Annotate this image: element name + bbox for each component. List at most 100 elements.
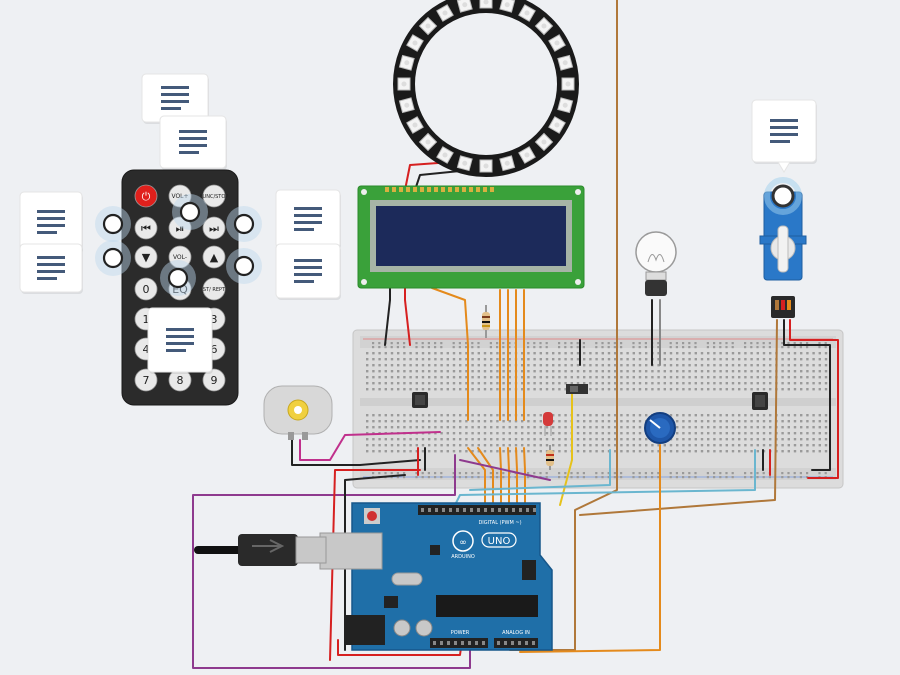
pin-tooltip-3	[19, 191, 83, 254]
remote-button-label: 6	[211, 343, 218, 356]
remote-button-label: ⏭	[209, 222, 219, 235]
pin-tooltip-2	[159, 115, 227, 170]
neopixel-ring[interactable]	[393, 0, 579, 177]
remote-button-vol-down[interactable]: VOL-	[168, 245, 192, 269]
pin-terminal[interactable]	[102, 247, 124, 269]
remote-button-prev[interactable]: ⏮	[134, 216, 158, 240]
pin-terminal[interactable]	[167, 267, 189, 289]
arduino-digital-label: DIGITAL (PWM ~)	[478, 520, 521, 526]
pin-tooltip-5	[275, 189, 341, 250]
wire-servo-black	[783, 319, 831, 471]
pin-tooltip-7	[147, 307, 213, 374]
pin-tooltip-8	[751, 99, 817, 164]
wire-lcd-orange-1	[431, 287, 469, 421]
remote-button-down[interactable]: ▼	[134, 245, 158, 269]
wire-servo-red	[789, 319, 839, 479]
resistor-lcd[interactable]	[482, 305, 490, 338]
breadboard[interactable]	[352, 329, 844, 489]
wire-arduino-orange-3	[499, 447, 502, 506]
pin-tooltip-1	[141, 73, 209, 124]
remote-button-next[interactable]: ⏭	[202, 216, 226, 240]
usb-cable[interactable]	[194, 534, 327, 566]
remote-button-label: ST/ REPT	[203, 287, 226, 293]
arduino-model-label: UNO	[488, 536, 511, 547]
wire-orange-pot	[519, 444, 661, 653]
wires	[192, 0, 839, 669]
pin-terminal[interactable]	[102, 213, 124, 235]
text-lines-icon	[37, 256, 65, 280]
wire-magenta-motor	[299, 431, 441, 461]
wire-purple-short	[459, 459, 551, 481]
remote-button-label: 1	[143, 313, 150, 326]
wire-black-gnd	[344, 474, 406, 651]
remote-button-label: ⏻	[142, 190, 151, 203]
remote-button-label: VOL+	[171, 193, 188, 200]
wire-cyan-1	[454, 449, 756, 506]
wire-arduino-orange-2	[477, 447, 494, 506]
wire-ring-black	[414, 169, 471, 191]
text-lines-icon	[294, 207, 322, 231]
potentiometer[interactable]	[644, 412, 676, 444]
wire-purple-loop	[192, 454, 471, 669]
dc-motor[interactable]	[263, 385, 333, 440]
remote-button-label: ▲	[210, 251, 219, 264]
remote-button-label: FUNC/STOP	[200, 194, 229, 200]
power-analog-header-pins	[433, 641, 535, 645]
wire-brown-top	[509, 0, 618, 651]
wire-red-gnd	[329, 469, 421, 661]
remote-button-label: 3	[211, 313, 218, 326]
pin-tooltip-6	[275, 243, 341, 300]
wire-arduino-orange-4	[507, 447, 510, 506]
text-lines-icon	[770, 119, 798, 143]
remote-button-label: VOL-	[173, 254, 187, 261]
remote-button-st-rept[interactable]: ST/ REPT	[202, 277, 226, 301]
remote-button-label: 4	[143, 343, 150, 356]
arduino-power-label: POWER	[451, 630, 470, 636]
wire-brown-servo	[579, 319, 778, 516]
resistor-led[interactable]	[546, 445, 554, 470]
remote-button-play-pause[interactable]: ⏯	[168, 216, 192, 240]
text-lines-icon	[179, 130, 207, 154]
remote-button-7[interactable]: 7	[134, 368, 158, 392]
red-led[interactable]	[543, 412, 553, 436]
pin-terminals	[95, 194, 262, 296]
remote-button-vol-up[interactable]: VOL+	[168, 184, 192, 208]
remote-button-up[interactable]: ▲	[202, 245, 226, 269]
remote-button-label: ⏯	[176, 222, 185, 235]
arduino-brand-label: ARDUINO	[451, 554, 475, 560]
remote-button-label: 9	[211, 374, 218, 387]
arduino-analog-label: ANALOG IN	[502, 630, 530, 636]
push-button[interactable]	[752, 392, 768, 410]
servo-motor[interactable]	[759, 177, 807, 318]
pin-terminal[interactable]	[179, 201, 201, 223]
remote-button-power[interactable]: ⏻	[134, 184, 158, 208]
wire-cyan-2	[469, 449, 611, 491]
pin-tooltip-4	[19, 243, 83, 294]
remote-button-func-stop[interactable]: FUNC/STOP	[200, 184, 229, 208]
remote-button-0[interactable]: 0	[134, 277, 158, 301]
remote-button-label: 0	[143, 283, 150, 296]
wire-black-motor	[291, 439, 421, 466]
text-lines-icon	[161, 86, 189, 110]
light-bulb[interactable]	[635, 231, 677, 296]
wire-arduino-orange-1	[467, 447, 486, 506]
svg-text:∞: ∞	[459, 538, 467, 548]
pin-terminal[interactable]	[233, 213, 255, 235]
text-lines-icon	[37, 210, 65, 234]
text-lines-icon	[294, 259, 322, 283]
slide-switch[interactable]	[566, 384, 588, 394]
lcd-16x2[interactable]	[357, 185, 585, 289]
ir-sensor-chip[interactable]	[412, 392, 428, 408]
wire-arduino-orange-6	[523, 447, 526, 506]
remote-button-label: 8	[177, 374, 184, 387]
wire-arduino-orange-5	[515, 447, 518, 506]
arduino-uno[interactable]: ∞ ARDUINO UNO DIGITAL (PWM ~) POWER ANAL…	[319, 502, 553, 651]
remote-button-9[interactable]: 9	[202, 368, 226, 392]
wire-yellow	[559, 389, 573, 506]
pin-terminal[interactable]	[233, 255, 255, 277]
lcd-pins	[385, 187, 494, 192]
digital-header-pins	[421, 508, 536, 512]
breadboard-holes	[366, 342, 828, 479]
